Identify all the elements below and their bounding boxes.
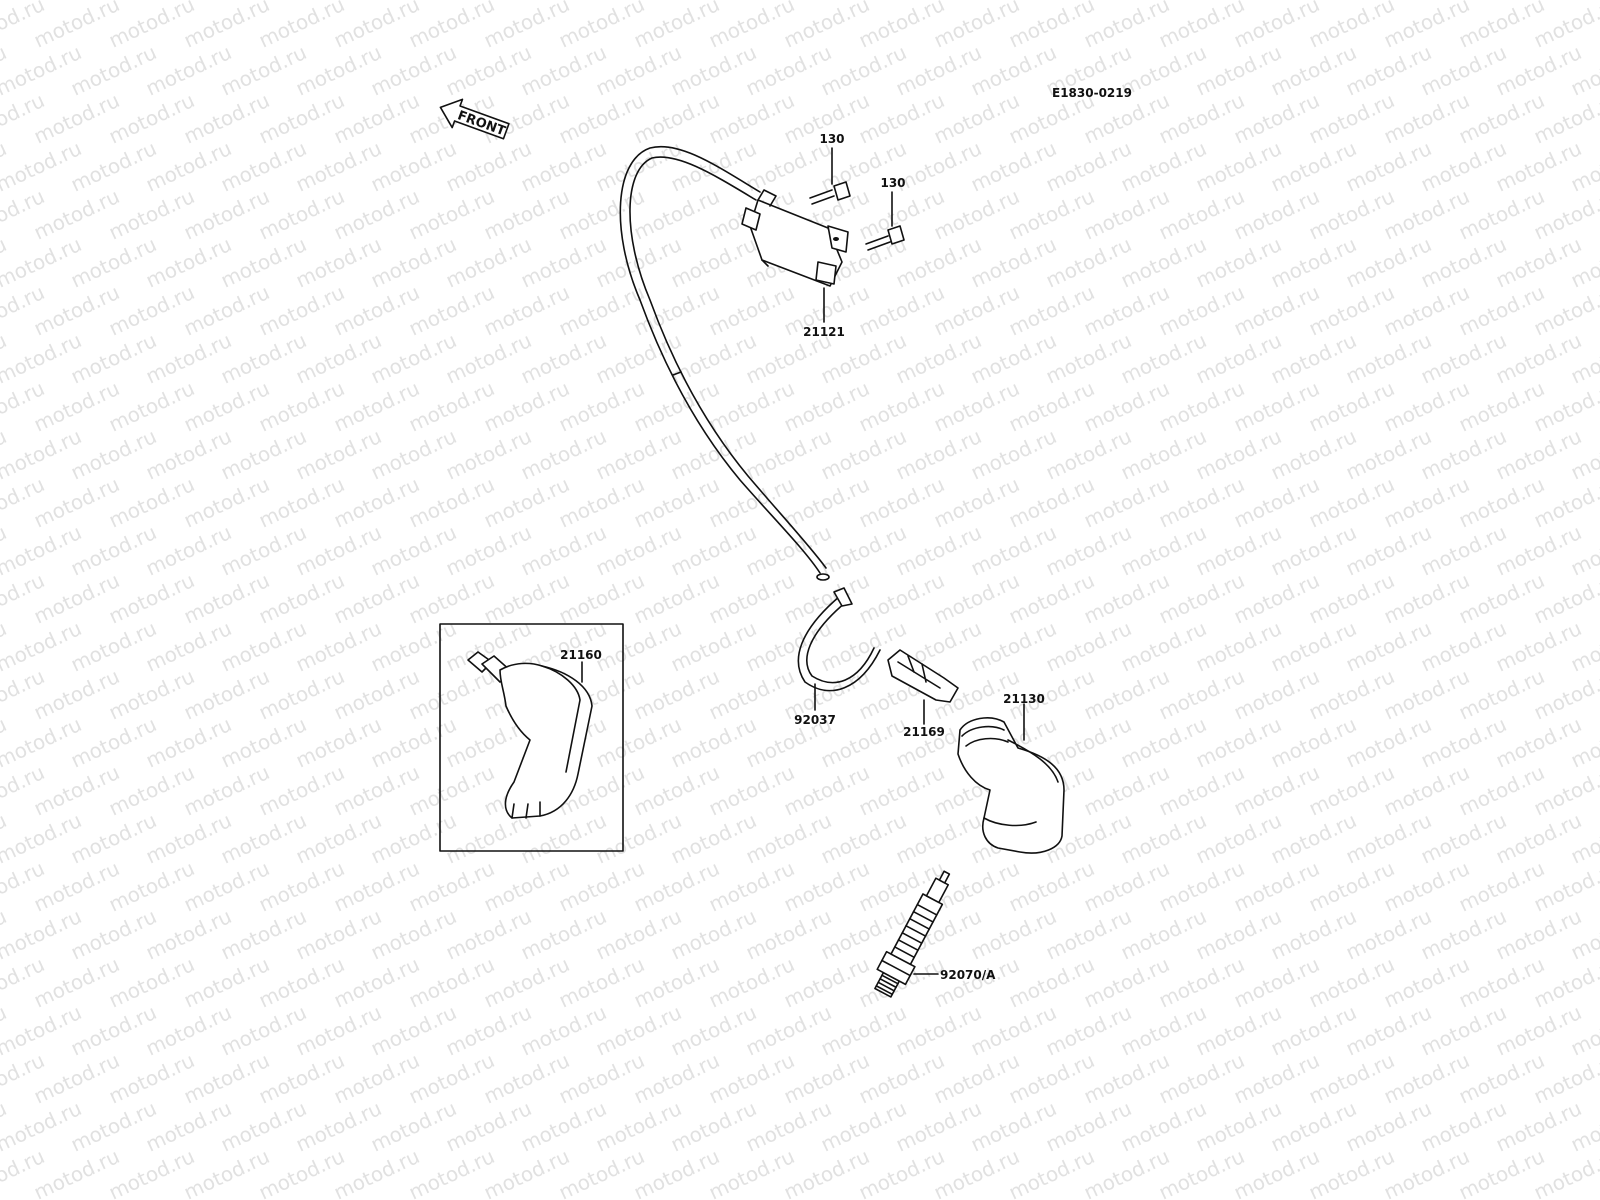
label-ignition-coil: 21121 — [803, 325, 845, 339]
cable-clamp — [797, 587, 881, 692]
label-bolt-b: 130 — [880, 176, 905, 190]
label-plug-cap: 21130 — [1003, 692, 1045, 706]
spark-plug — [874, 870, 951, 998]
label-spark-plug-cap-inset: 21160 — [560, 648, 602, 662]
label-bolt-a: 130 — [819, 132, 844, 146]
label-cable-clamp: 92037 — [794, 713, 836, 727]
bolt-lower — [865, 225, 905, 251]
label-connector: 21169 — [903, 725, 945, 739]
diagram-code: E1830-0219 — [1052, 86, 1132, 100]
label-spark-plug: 92070/A — [940, 968, 996, 982]
connector — [887, 649, 959, 703]
inset-box — [439, 623, 624, 852]
ignition-coil — [741, 189, 849, 287]
ht-lead — [619, 145, 830, 581]
bolt-upper — [809, 181, 851, 205]
plug-cap — [957, 717, 1065, 854]
spark-plug-cap-inset — [467, 651, 593, 819]
